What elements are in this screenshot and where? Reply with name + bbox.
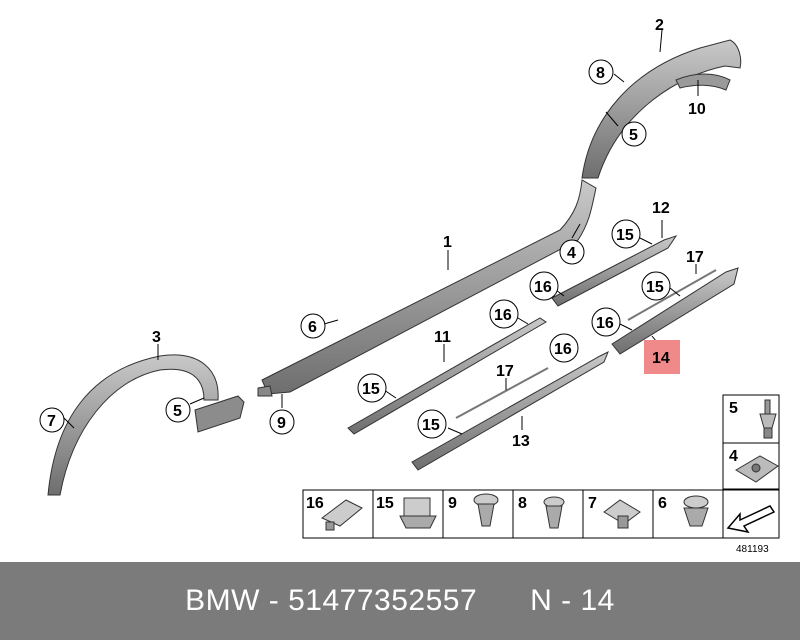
exploded-parts-diagram: 2 8 5 10 1 4 12 15 16 17 15 16 16 6 11 3… bbox=[39, 17, 780, 555]
callout-5a: 5 bbox=[629, 127, 638, 144]
callout-circle-5b bbox=[165, 397, 191, 423]
trim-strip-12 bbox=[551, 235, 678, 307]
callout-circle-16a bbox=[529, 271, 559, 301]
legend-label-15: 15 bbox=[376, 495, 394, 512]
callout-circle-8 bbox=[588, 59, 614, 85]
legend-label-9: 9 bbox=[448, 495, 457, 512]
callout-16c: 16 bbox=[596, 315, 614, 332]
callout-10: 10 bbox=[688, 101, 706, 118]
legend-label-16: 16 bbox=[306, 495, 324, 512]
clip-16-icon bbox=[321, 499, 363, 531]
trim-strip-14 bbox=[611, 267, 739, 355]
callout-circle-9 bbox=[269, 409, 295, 435]
wheel-arch-rear bbox=[47, 354, 245, 496]
callout-circle-15b bbox=[641, 271, 671, 301]
callout-13: 13 bbox=[512, 433, 530, 450]
footer-bar: BMW - 51477352557 N - 14 bbox=[0, 562, 800, 640]
callout-1: 1 bbox=[443, 234, 452, 251]
callout-circle-6 bbox=[300, 313, 326, 339]
legend-side-label-5: 5 bbox=[729, 400, 738, 417]
callout-17b: 17 bbox=[496, 363, 514, 380]
callout-6: 6 bbox=[308, 319, 317, 336]
callout-circle-4 bbox=[559, 239, 585, 265]
clip-nut-icon bbox=[735, 455, 779, 483]
callout-12: 12 bbox=[652, 200, 670, 217]
adhesive-tape-17b bbox=[627, 269, 717, 321]
legend-label-7: 7 bbox=[588, 495, 597, 512]
diagram-number: 481193 bbox=[736, 544, 769, 555]
push-pin-9-icon bbox=[473, 493, 499, 527]
callout-14: 14 bbox=[652, 350, 670, 367]
legend-label-8: 8 bbox=[518, 495, 527, 512]
clip-6-icon bbox=[683, 495, 709, 527]
callout-circle-16b bbox=[489, 299, 519, 329]
callout-11: 11 bbox=[434, 329, 451, 346]
callout-2: 2 bbox=[655, 17, 664, 34]
arrow-symbol-icon bbox=[726, 505, 776, 534]
rivet-icon bbox=[759, 399, 777, 439]
callout-9: 9 bbox=[277, 415, 286, 432]
clip-7-icon bbox=[603, 499, 641, 529]
callout-16b: 16 bbox=[494, 307, 512, 324]
callout-circle-7 bbox=[39, 407, 65, 433]
legend-side-label-4: 4 bbox=[729, 448, 738, 465]
leader-lines bbox=[63, 29, 699, 435]
trim-strip-11 bbox=[347, 317, 547, 435]
callout-16a: 16 bbox=[534, 279, 552, 296]
callout-17a: 17 bbox=[686, 249, 704, 266]
callout-circle-15a bbox=[611, 219, 641, 249]
clip-15-icon bbox=[399, 497, 437, 529]
footer-gap bbox=[477, 584, 530, 618]
callout-15c: 15 bbox=[362, 381, 380, 398]
callout-circle-16d bbox=[549, 333, 579, 363]
callout-15b: 15 bbox=[646, 279, 664, 296]
callout-3: 3 bbox=[152, 329, 161, 346]
footer-position: N - 14 bbox=[530, 584, 615, 617]
callout-circle-15c bbox=[357, 373, 387, 403]
legend-side-column: 5 4 bbox=[722, 394, 780, 490]
callout-circle-15d bbox=[417, 409, 447, 439]
wheel-arch-upper bbox=[581, 39, 742, 179]
callout-circle-5a bbox=[621, 121, 647, 147]
footer-part-number: 51477352557 bbox=[288, 584, 478, 617]
callout-15d: 15 bbox=[422, 417, 440, 434]
callout-circle-16c bbox=[591, 307, 621, 337]
adhesive-tape-17a bbox=[455, 367, 549, 419]
callout-5b: 5 bbox=[173, 403, 182, 420]
legend-bottom-row: 16 15 9 8 7 6 bbox=[302, 489, 780, 539]
callout-4: 4 bbox=[567, 245, 576, 262]
footer-brand: BMW bbox=[185, 584, 260, 617]
callout-8: 8 bbox=[596, 65, 605, 82]
side-sill-panel bbox=[257, 179, 597, 397]
footer-separator: - bbox=[259, 584, 289, 617]
callout-15a: 15 bbox=[616, 227, 634, 244]
expansion-rivet-8-icon bbox=[543, 496, 565, 529]
legend-label-6: 6 bbox=[658, 495, 667, 512]
callout-16d: 16 bbox=[554, 341, 572, 358]
trim-strip-13 bbox=[411, 350, 609, 471]
callout-7: 7 bbox=[47, 413, 56, 430]
highlight-box-14 bbox=[644, 340, 680, 374]
